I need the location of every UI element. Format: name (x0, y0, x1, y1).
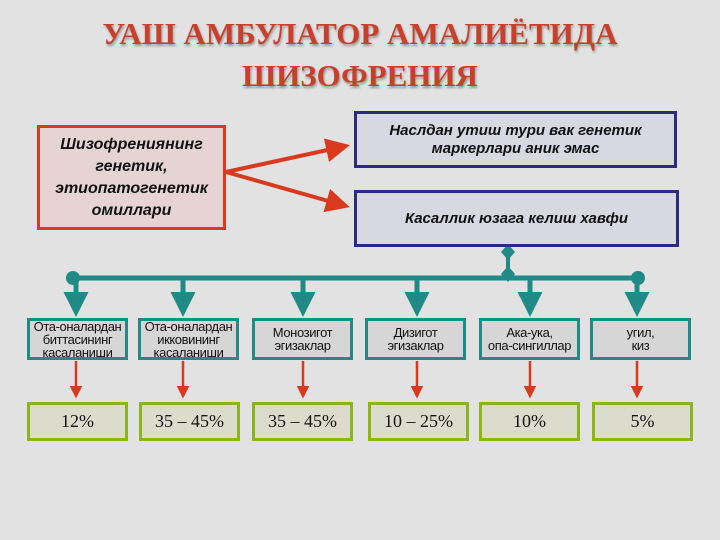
title-line-2: ШИЗОФРЕНИЯ (242, 58, 478, 93)
risk-value-box: 35 – 45% (139, 402, 240, 441)
category-label: Монозигот (272, 325, 333, 340)
risk-value-box: 35 – 45% (252, 402, 353, 441)
category-label: киз (631, 338, 650, 353)
risk-value-box: 10 – 25% (368, 402, 469, 441)
category-label: Ота-оналардан (33, 318, 122, 334)
category-label: Дизигот (393, 325, 438, 340)
category-label: касаланиши (153, 344, 224, 360)
category-box: Ака-ука,опа-сингиллар (479, 318, 580, 360)
risk-value-box: 12% (27, 402, 128, 441)
risk-value-box: 10% (479, 402, 580, 441)
category-label: опа-сингиллар (487, 338, 572, 353)
diamond-connector (501, 244, 515, 282)
arrow-to-target-2 (225, 170, 350, 213)
category-label: икковининг (157, 331, 220, 347)
category-label: Ака-ука, (506, 325, 553, 340)
category-box: угил,киз (590, 318, 691, 360)
category-label: биттасининг (42, 331, 113, 347)
category-label: касаланиши (42, 344, 113, 360)
category-label: эгизаклар (274, 338, 331, 353)
arrow-to-target-1 (225, 138, 350, 174)
title-line-1: УАШ АМБУЛАТОР АМАЛИЁТИДА (102, 16, 618, 51)
risk-value-box: 5% (592, 402, 693, 441)
category-label: эгизаклар (387, 338, 444, 353)
category-label: угил, (626, 325, 655, 340)
target-box-risk: Касаллик юзага келиш хавфи (354, 190, 679, 247)
category-label: Ота-оналардан (144, 318, 233, 334)
